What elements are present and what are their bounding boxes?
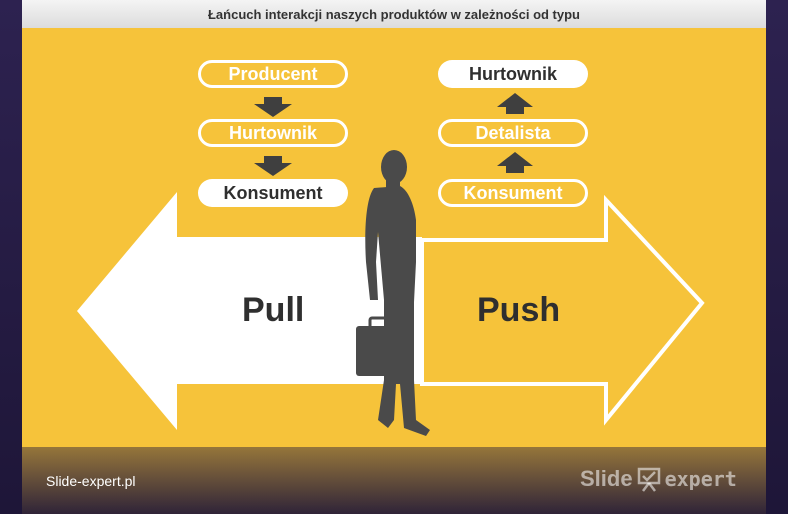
push-step-detalista: Detalista — [438, 119, 588, 147]
logo-text-part1: Slide — [580, 466, 633, 491]
businessman-silhouette-icon — [356, 150, 430, 436]
push-up-arrow-2 — [497, 152, 533, 173]
logo-text-part2: expert — [664, 467, 737, 491]
pull-down-arrow-2 — [254, 156, 292, 176]
pull-label: Pull — [242, 291, 305, 329]
pull-arrow — [77, 192, 422, 430]
arrows-layer — [77, 93, 705, 436]
slide-title: Łańcuch interakcji naszych produktów w z… — [22, 0, 766, 28]
slide-reflection — [22, 447, 766, 514]
slide: Łańcuch interakcji naszych produktów w z… — [22, 0, 766, 447]
push-up-arrow-1 — [497, 93, 533, 114]
pull-step-hurtownik: Hurtownik — [198, 119, 348, 147]
push-arrow — [420, 194, 705, 426]
push-label: Push — [477, 291, 561, 329]
pull-down-arrow-1 — [254, 97, 292, 117]
presentation-board-icon — [637, 467, 660, 492]
push-step-hurtownik: Hurtownik — [438, 60, 588, 88]
push-step-konsument: Konsument — [438, 179, 588, 207]
pull-step-konsument: Konsument — [198, 179, 348, 207]
footer-site-text: Slide-expert.pl — [46, 473, 136, 489]
slide-expert-logo: Slide expert — [580, 462, 737, 496]
pull-step-producent: Producent — [198, 60, 348, 88]
